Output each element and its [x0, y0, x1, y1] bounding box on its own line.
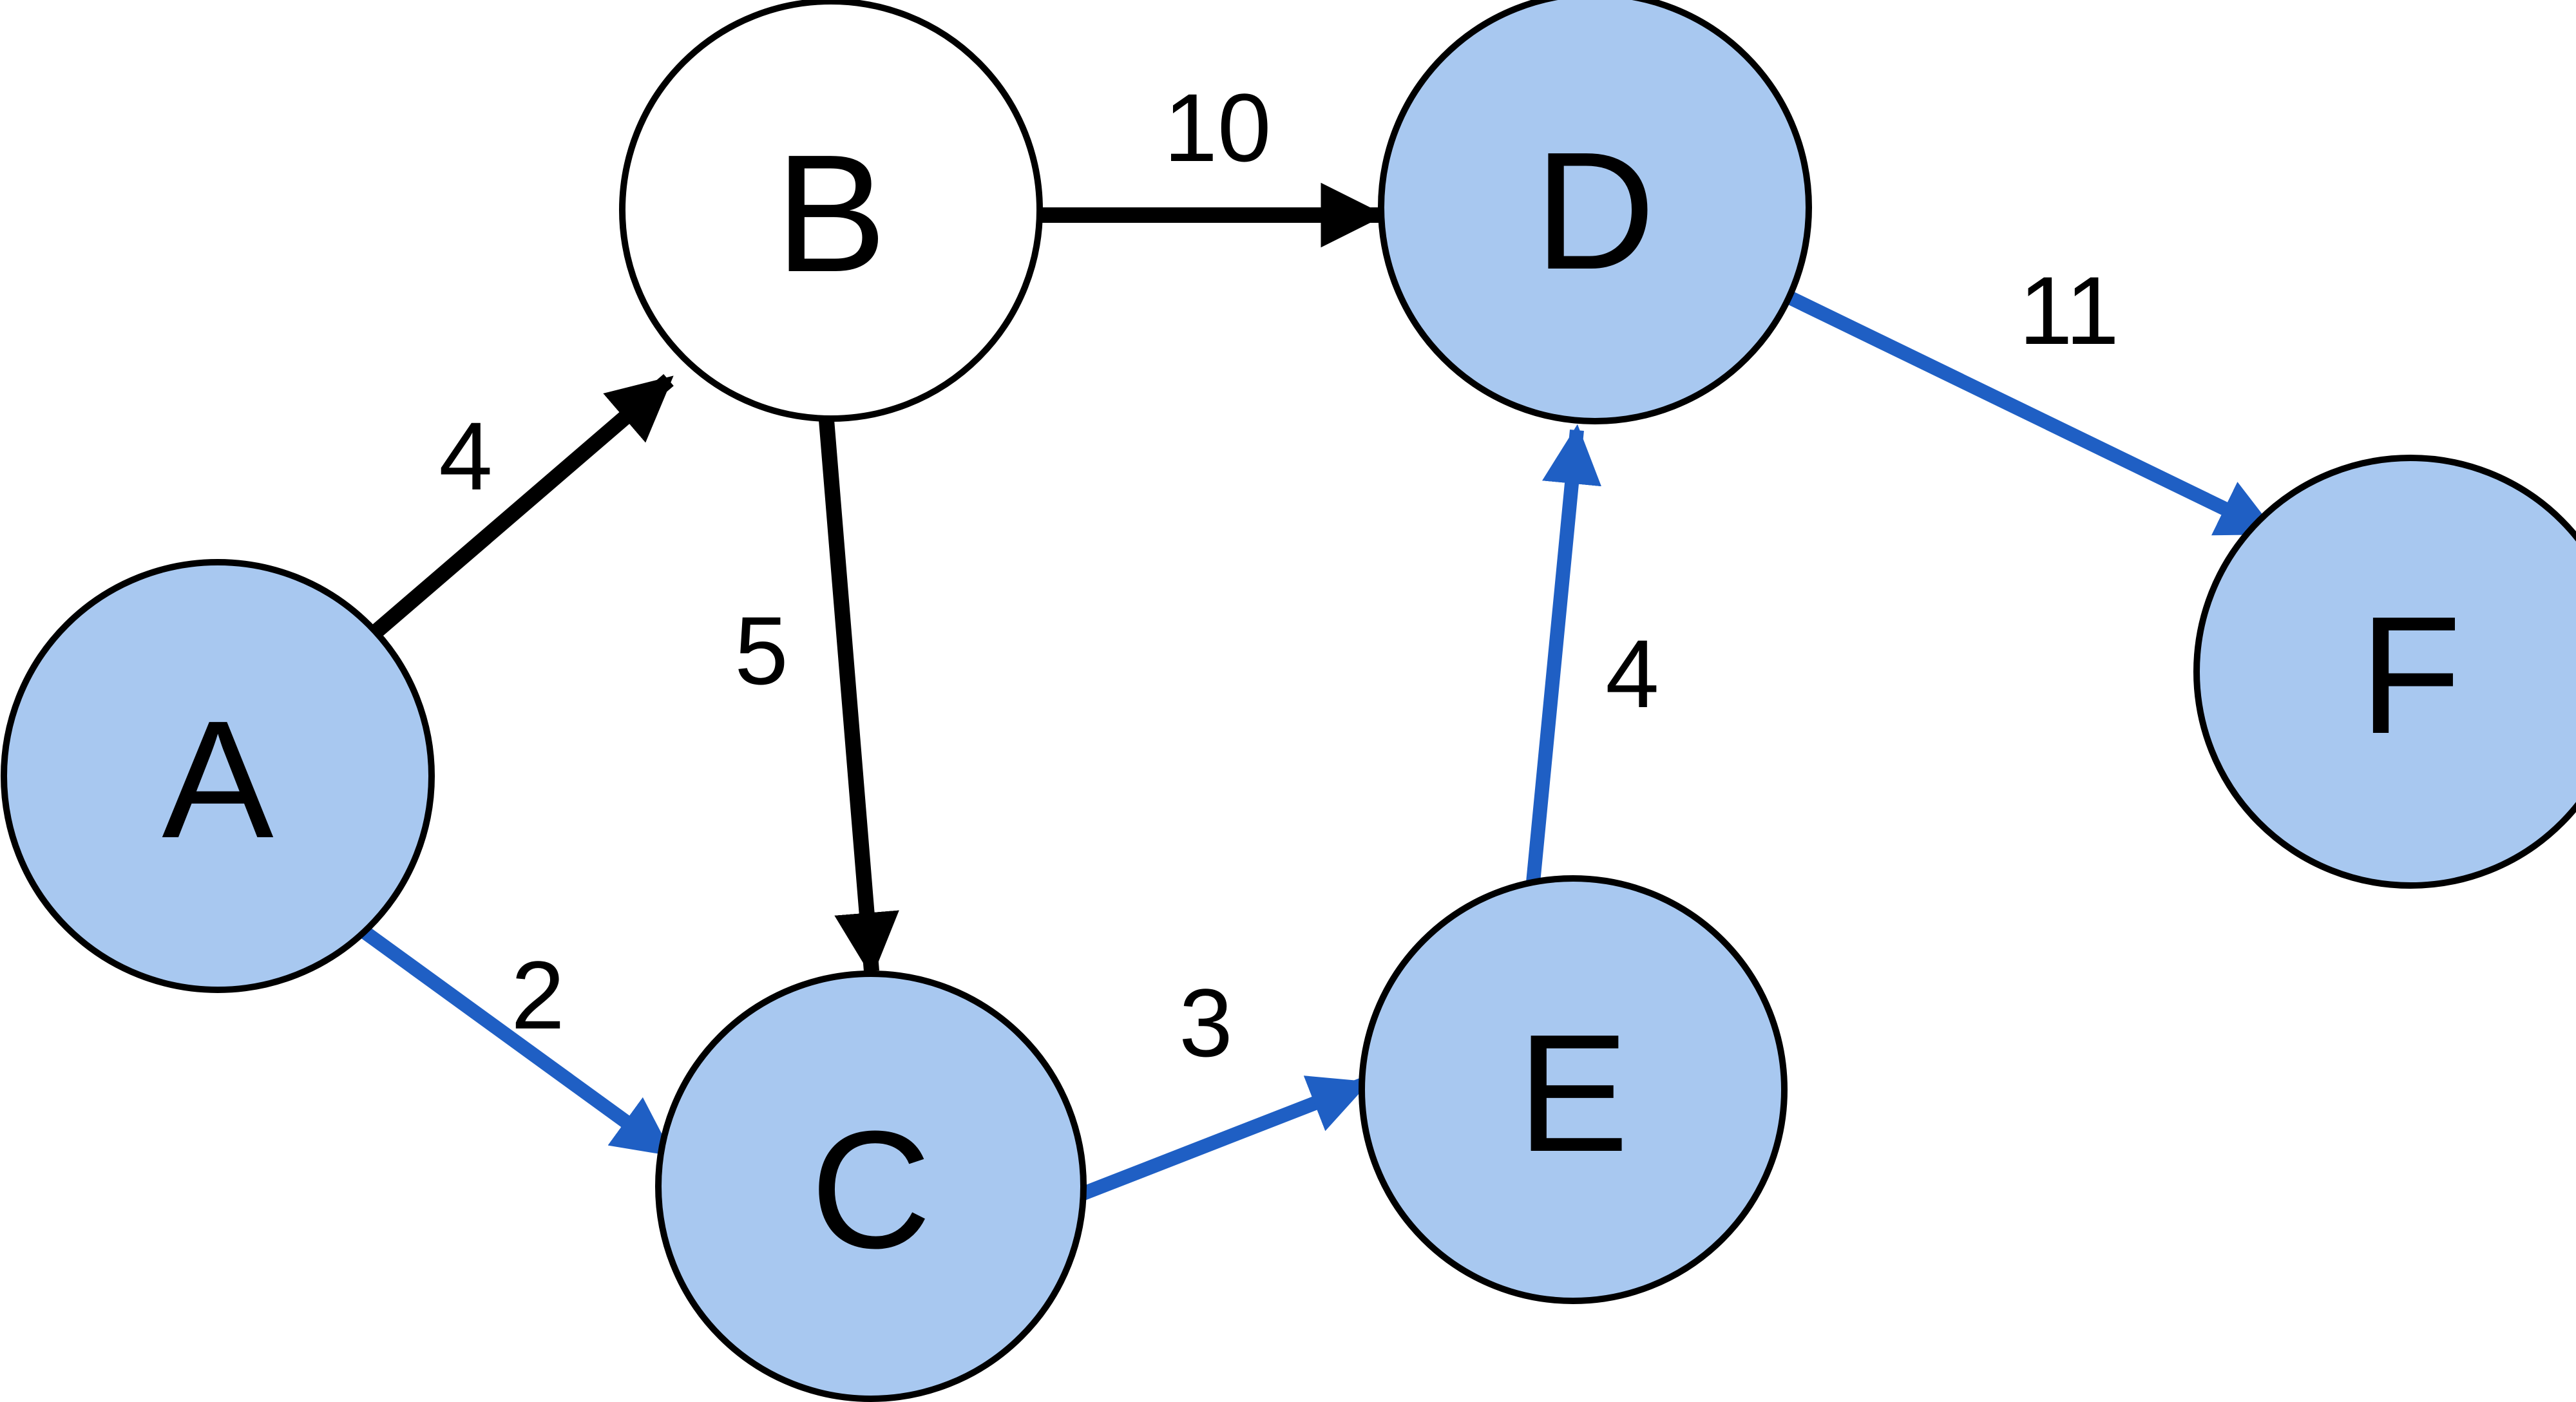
- graph-node-c[interactable]: C: [655, 971, 1087, 1402]
- node-label-f: F: [2360, 582, 2462, 769]
- edges-layer: [347, 182, 2278, 1203]
- edge-weight-a-b: 4: [439, 402, 492, 510]
- edge-labels-layer: 4 10 5 2 3 4 11: [439, 73, 2119, 1077]
- node-circle-e: [1359, 875, 1788, 1304]
- graph-node-b[interactable]: B: [619, 0, 1043, 422]
- graph-node-a[interactable]: A: [1, 559, 435, 993]
- node-circle-c: [655, 971, 1087, 1402]
- graph-edge-a-c: [347, 916, 674, 1159]
- graph-node-e[interactable]: E: [1359, 875, 1788, 1304]
- node-label-a: A: [162, 687, 274, 873]
- graph-edge-a-b: [354, 374, 674, 652]
- node-circle-a: [1, 559, 435, 993]
- edge-weight-e-d: 4: [1605, 620, 1659, 728]
- node-label-d: D: [1534, 118, 1655, 305]
- node-label-c: C: [810, 1097, 931, 1284]
- edge-weight-d-f: 11: [2019, 256, 2119, 365]
- edge-weight-c-e: 3: [1179, 969, 1232, 1077]
- node-label-b: B: [775, 120, 886, 307]
- node-circle-b: [619, 0, 1043, 422]
- edge-weight-a-c: 2: [511, 941, 564, 1049]
- graph-edge-e-d: [1518, 424, 1601, 963]
- graph-edge-d-f: [1779, 287, 2278, 538]
- graph-edge-c-e: [1074, 1075, 1370, 1203]
- node-circle-f: [2193, 455, 2576, 889]
- edge-weight-b-c: 5: [734, 596, 788, 705]
- graph-node-f[interactable]: F: [2193, 455, 2576, 889]
- graph-edge-b-c: [819, 419, 899, 978]
- node-label-e: E: [1517, 1000, 1628, 1187]
- edge-weight-b-d: 10: [1164, 73, 1272, 182]
- node-circle-d: [1378, 0, 1812, 424]
- graph-node-d[interactable]: D: [1378, 0, 1812, 424]
